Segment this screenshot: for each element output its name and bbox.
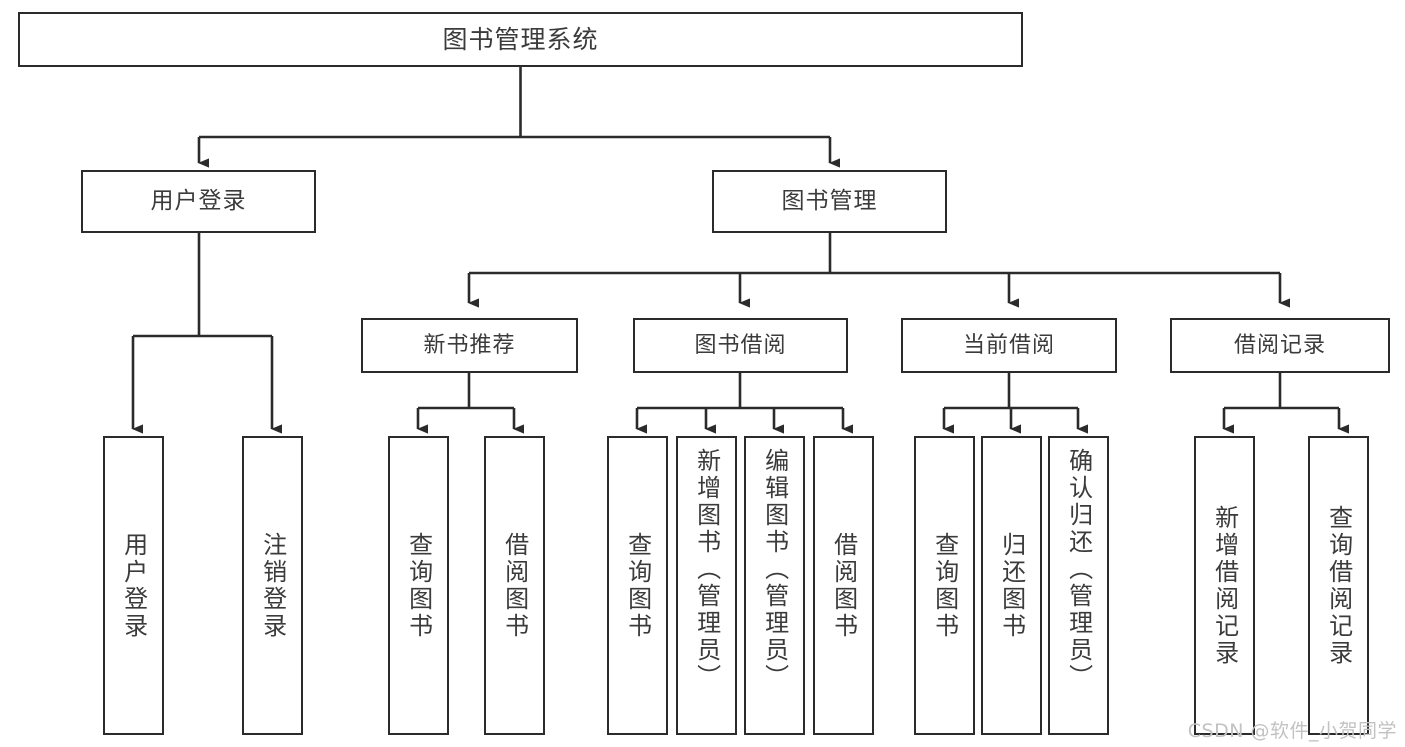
leaf-book-borrow-add-book-admin[interactable]: 新增图书（管理员） <box>676 436 737 735</box>
leaf-borrow-record-query-record[interactable]: 查询借阅记录 <box>1308 436 1369 735</box>
leaf-borrow-record-add-record[interactable]: 新增借阅记录 <box>1194 436 1255 735</box>
node-label: 用户登录 <box>150 187 247 214</box>
node-borrow-record[interactable]: 借阅记录 <box>1170 318 1390 373</box>
node-current-borrowing[interactable]: 当前借阅 <box>901 318 1117 373</box>
leaf-label: 新增图书（管理员） <box>692 448 721 691</box>
leaf-label: 查询图书 <box>930 531 959 640</box>
leaf-label: 新增借阅记录 <box>1210 504 1239 667</box>
node-label: 图书借阅 <box>694 332 787 358</box>
leaf-label: 查询图书 <box>623 531 652 640</box>
leaf-new-book-query-books[interactable]: 查询图书 <box>388 436 449 735</box>
leaf-label: 查询借阅记录 <box>1324 504 1353 667</box>
node-label: 新书推荐 <box>423 332 516 358</box>
leaf-current-borrow-confirm-return-admin[interactable]: 确认归还（管理员） <box>1048 436 1109 735</box>
leaf-book-borrow-borrow-books[interactable]: 借阅图书 <box>813 436 874 735</box>
leaf-current-borrow-query-books[interactable]: 查询图书 <box>914 436 975 735</box>
leaf-book-borrow-query-books[interactable]: 查询图书 <box>607 436 668 735</box>
leaf-book-borrow-edit-book-admin[interactable]: 编辑图书（管理员） <box>744 436 805 735</box>
leaf-label: 归还图书 <box>997 531 1026 640</box>
leaf-label: 确认归还（管理员） <box>1064 448 1093 691</box>
leaf-label: 用户登录 <box>119 531 148 640</box>
leaf-user-login-signin[interactable]: 用户登录 <box>103 436 164 735</box>
leaf-label: 借阅图书 <box>500 531 529 640</box>
node-user-login[interactable]: 用户登录 <box>81 170 316 233</box>
node-root-book-management-system[interactable]: 图书管理系统 <box>18 12 1023 67</box>
node-new-book-recommendation[interactable]: 新书推荐 <box>361 318 578 373</box>
leaf-label: 查询图书 <box>404 531 433 640</box>
node-book-management[interactable]: 图书管理 <box>712 170 947 233</box>
leaf-label: 借阅图书 <box>829 531 858 640</box>
node-label: 当前借阅 <box>962 332 1055 358</box>
leaf-label: 注销登录 <box>258 531 287 640</box>
leaf-current-borrow-return-books[interactable]: 归还图书 <box>981 436 1042 735</box>
leaf-user-login-signout[interactable]: 注销登录 <box>242 436 303 735</box>
node-label: 图书管理系统 <box>442 24 599 54</box>
leaf-label: 编辑图书（管理员） <box>760 448 789 691</box>
leaf-new-book-borrow-books[interactable]: 借阅图书 <box>484 436 545 735</box>
node-label: 借阅记录 <box>1233 332 1326 358</box>
csdn-watermark: CSDN @软件_小贺同学 <box>1187 720 1397 742</box>
node-book-borrowing[interactable]: 图书借阅 <box>633 318 848 373</box>
node-label: 图书管理 <box>781 187 878 214</box>
